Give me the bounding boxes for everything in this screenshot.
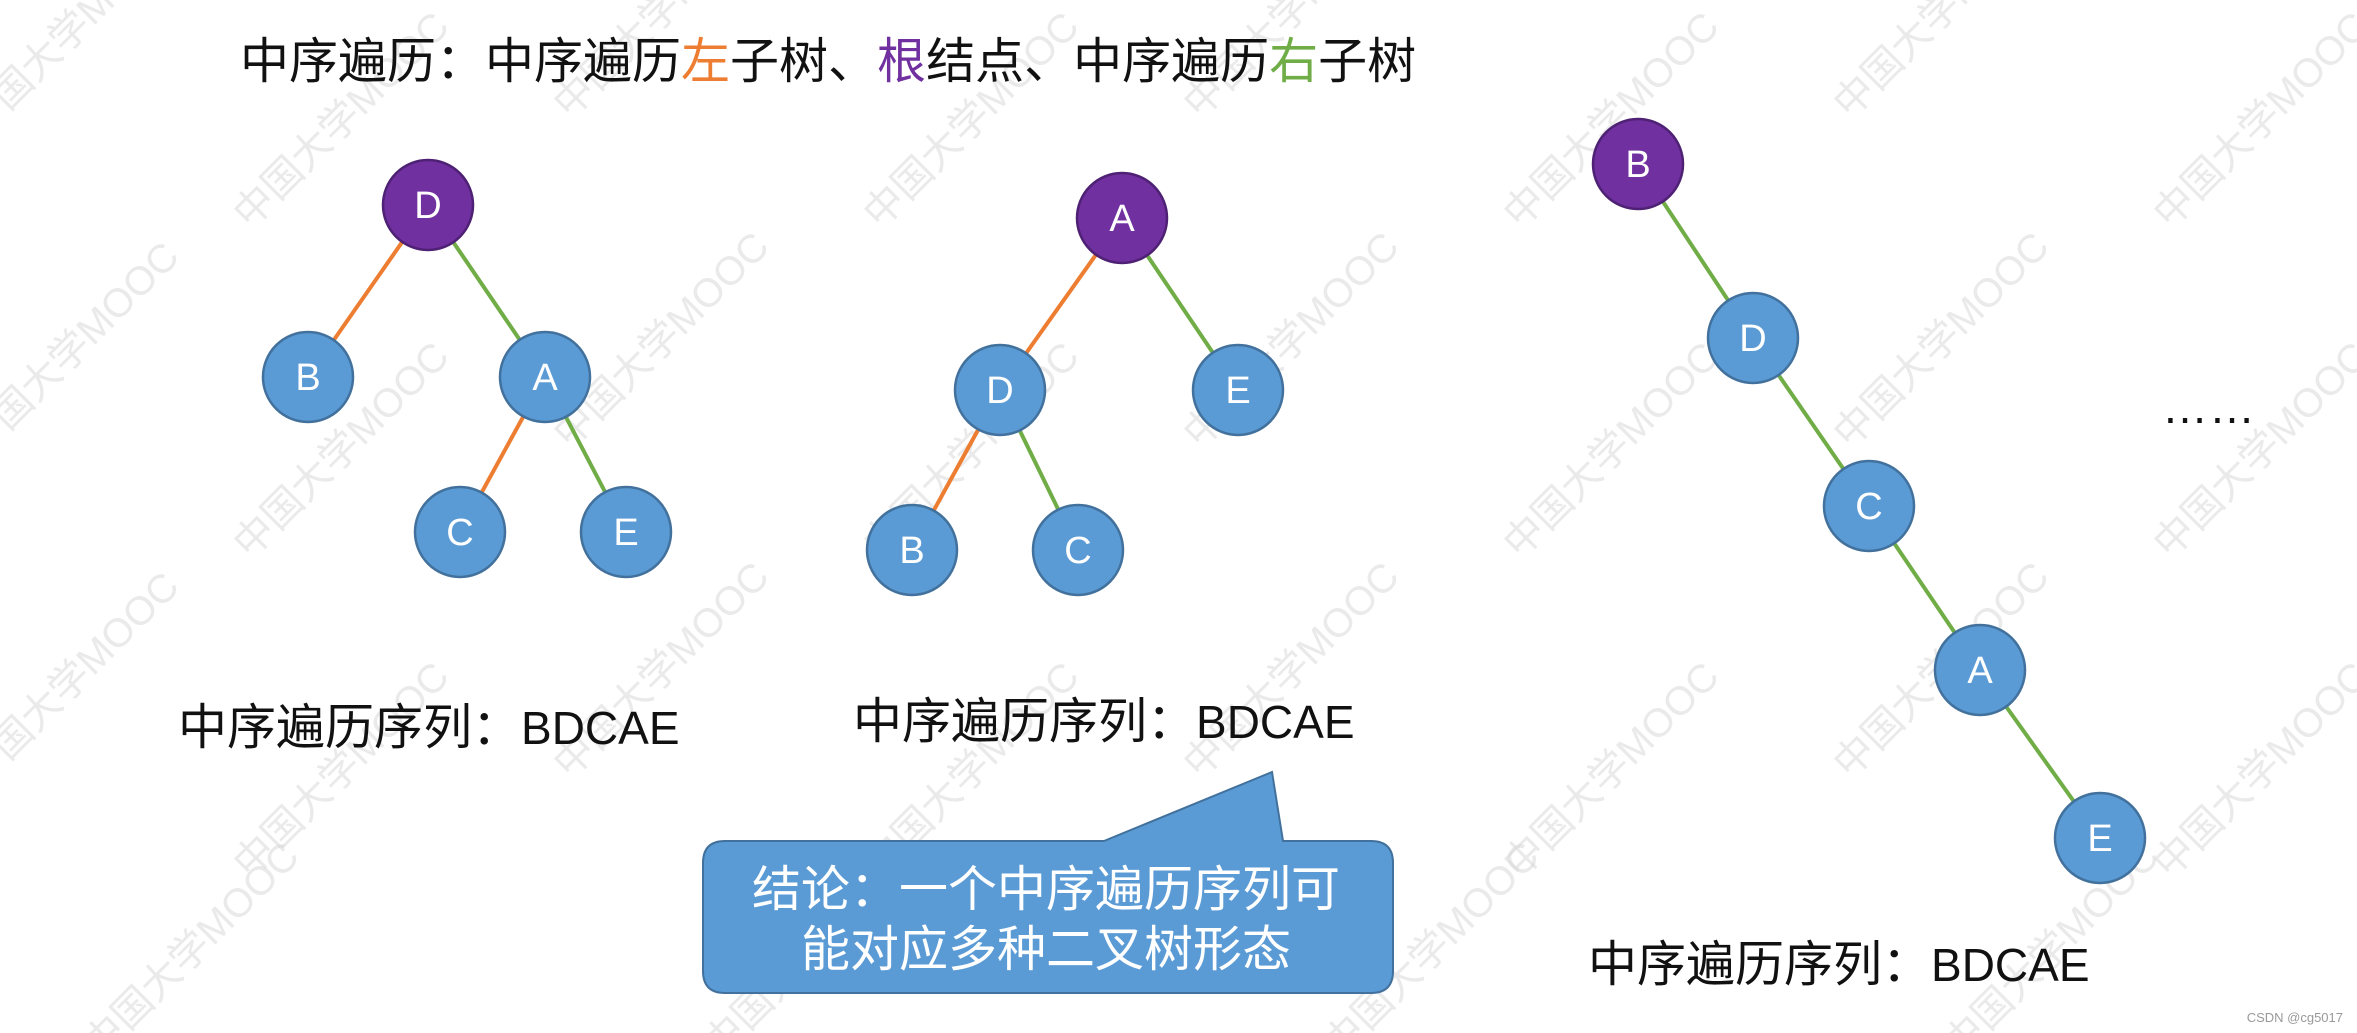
tree-1: D B A C E: [261, 158, 673, 579]
node-label: E: [2087, 818, 2112, 860]
tree1-sequence: 中序遍历序列：BDCAE: [178, 688, 680, 759]
sequence-value: BDCAE: [1931, 939, 2090, 991]
title-prefix: 中序遍历：中序遍历: [240, 33, 682, 90]
watermark-text: 中国大学MOOC: [1825, 0, 2057, 126]
watermark-text: 中国大学MOOC: [2145, 334, 2357, 566]
node-circle: [2053, 791, 2147, 885]
node-circle: [261, 330, 355, 424]
node-circle: [413, 485, 507, 579]
watermark-text: 中国大学MOOC: [0, 234, 187, 466]
node-label: E: [613, 512, 638, 554]
tree2-sequence: 中序遍历序列：BDCAE: [853, 682, 1355, 753]
node-B: B: [865, 503, 959, 597]
node-label: B: [1625, 144, 1650, 186]
node-circle: [1191, 343, 1285, 437]
node-label: C: [1064, 530, 1091, 572]
sequence-value: BDCAE: [521, 702, 680, 754]
node-label: A: [532, 357, 558, 399]
watermark-text: 中国大学MOOC: [1495, 334, 1727, 566]
node-C: C: [413, 485, 507, 579]
node-circle: [1706, 291, 1800, 385]
watermark-text: 中国大学MOOC: [2145, 4, 2357, 236]
node-circle: [579, 485, 673, 579]
sequence-label: 中序遍历序列：: [853, 693, 1197, 750]
page-title: 中序遍历：中序遍历左子树、根结点、中序遍历右子树: [240, 22, 1416, 93]
watermark-text: 中国大学MOOC: [2145, 654, 2357, 886]
sequence-label: 中序遍历序列：: [178, 699, 522, 756]
sequence-value: BDCAE: [1196, 696, 1355, 748]
node-E: E: [579, 485, 673, 579]
conclusion-line-2: 能对应多种二叉树形态: [800, 921, 1291, 978]
watermark-text: 中国大学MOOC: [545, 224, 777, 456]
node-circle: [1031, 503, 1125, 597]
node-circle: [1591, 117, 1685, 211]
credit-text: CSDN @cg5017: [2246, 1010, 2343, 1025]
node-D: D: [953, 343, 1047, 437]
conclusion-line-1: 结论：一个中序遍历序列可: [751, 861, 1340, 918]
node-E: E: [1191, 343, 1285, 437]
node-circle: [1933, 623, 2027, 717]
node-B: B: [261, 330, 355, 424]
node-A: A: [498, 330, 592, 424]
node-C: C: [1031, 503, 1125, 597]
sequence-label: 中序遍历序列：: [1588, 936, 1932, 993]
node-D: D: [1706, 291, 1800, 385]
left-subtree-word: 左: [681, 33, 731, 90]
right-subtree-word: 右: [1269, 33, 1319, 90]
conclusion-callout: [702, 770, 1394, 994]
title-mid2: 结点、中序遍历: [926, 33, 1270, 90]
watermark-text: 中国大学MOOC: [1825, 224, 2057, 456]
node-label: E: [1225, 370, 1250, 412]
node-circle: [381, 158, 475, 252]
node-B: B: [1591, 117, 1685, 211]
node-C: C: [1822, 459, 1916, 553]
node-circle: [953, 343, 1047, 437]
node-circle: [1822, 459, 1916, 553]
tree-3: B D C A E: [1591, 117, 2147, 885]
node-E: E: [2053, 791, 2147, 885]
node-label: A: [1967, 650, 1993, 692]
node-label: B: [899, 530, 924, 572]
node-circle: [1075, 171, 1169, 265]
node-A: A: [1075, 171, 1169, 265]
tree3-sequence: 中序遍历序列：BDCAE: [1588, 925, 2090, 996]
watermark-text: 中国大学MOOC: [75, 834, 307, 1033]
node-A: A: [1933, 623, 2027, 717]
tree-2: A D E B C: [865, 171, 1285, 597]
node-label: C: [1855, 486, 1882, 528]
node-circle: [498, 330, 592, 424]
node-label: C: [446, 512, 473, 554]
title-mid1: 子树、: [730, 33, 878, 90]
root-node-word: 根: [877, 33, 927, 90]
node-label: B: [295, 357, 320, 399]
watermark-text: 中国大学MOOC: [0, 0, 187, 146]
watermark-text: 中国大学MOOC: [0, 564, 187, 796]
title-suffix: 子树: [1318, 33, 1417, 90]
node-D: D: [381, 158, 475, 252]
ellipsis: ……: [2162, 381, 2256, 433]
node-label: D: [986, 370, 1013, 412]
node-label: A: [1109, 198, 1135, 240]
conclusion-text: 结论：一个中序遍历序列可 能对应多种二叉树形态: [706, 860, 1386, 980]
node-label: D: [414, 185, 441, 227]
node-label: D: [1739, 318, 1766, 360]
node-circle: [865, 503, 959, 597]
